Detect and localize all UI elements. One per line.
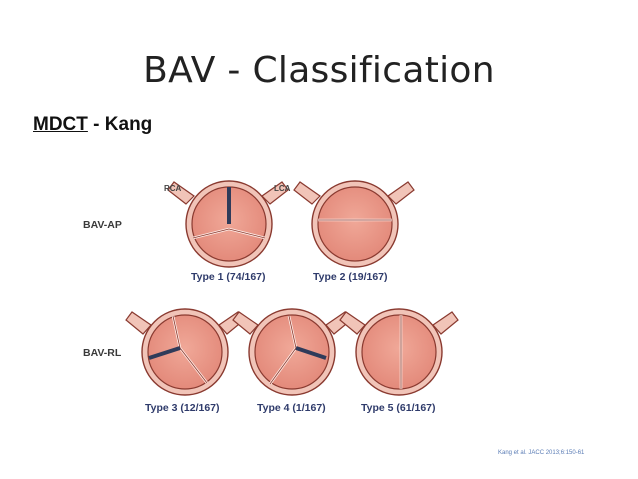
caption-type-4: Type 4 (1/167) [257, 402, 326, 414]
valve-type-3 [125, 308, 245, 396]
caption-type-5: Type 5 (61/167) [361, 402, 436, 414]
citation: Kang et al. JACC 2013;6:150-61 [498, 450, 585, 456]
valve-type-5 [339, 308, 459, 396]
caption-type-1: Type 1 (74/167) [191, 271, 266, 283]
valve-type-2 [293, 180, 415, 268]
row-label-bav-rl: BAV-RL [83, 347, 122, 359]
slide-subtitle: MDCT - Kang [33, 114, 152, 136]
coronary-ostium-right [167, 181, 195, 205]
coronary-ostium-left [261, 181, 289, 205]
raphe [148, 346, 181, 360]
caption-type-3: Type 3 (12/167) [145, 402, 220, 414]
row-label-bav-ap: BAV-AP [83, 219, 122, 231]
raphe [295, 346, 327, 360]
subtitle-kang: - Kang [87, 114, 153, 135]
subtitle-mdct: MDCT [33, 114, 88, 135]
valve-type-1 [167, 180, 289, 268]
caption-type-2: Type 2 (19/167) [313, 271, 388, 283]
slide-title: BAV - Classification [143, 50, 495, 91]
lca-label: LCA [274, 184, 291, 193]
rca-label: RCA [164, 184, 182, 193]
valve-type-4 [232, 308, 352, 396]
